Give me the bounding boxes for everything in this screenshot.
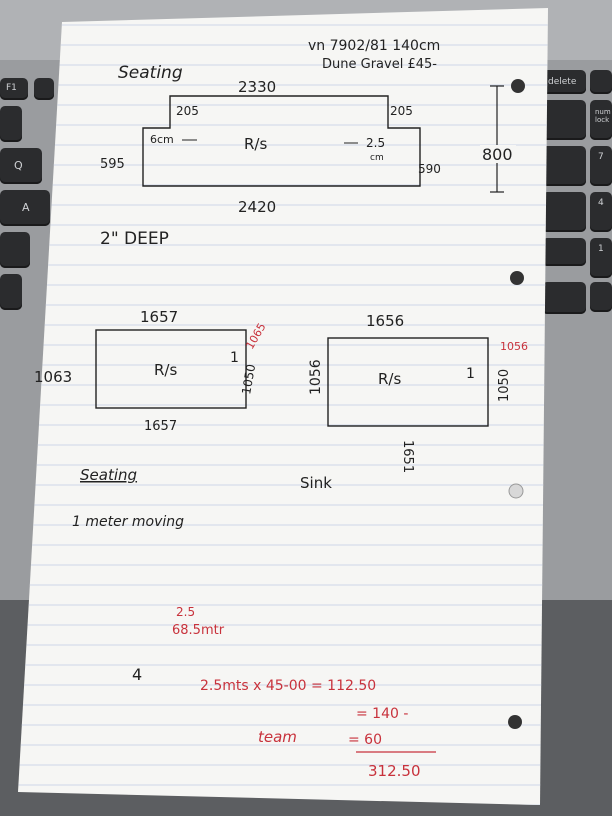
key-fn[interactable] <box>0 274 22 310</box>
seating-left-inset: 205 <box>176 104 199 118</box>
meter-note: 1 meter moving <box>72 514 184 530</box>
key-q[interactable]: Q <box>0 148 42 184</box>
seating-center-label: R/s <box>244 135 267 153</box>
key-four-label: 4 <box>598 198 604 208</box>
key-enter-lower[interactable] <box>542 192 586 232</box>
key-num-lock[interactable]: num lock <box>590 100 612 140</box>
seating-height-dim: 800 <box>482 145 513 164</box>
key-delete-label: delete <box>548 77 577 87</box>
binder-hole <box>510 271 524 285</box>
box1-center-label: R/s <box>154 361 177 379</box>
key-esc[interactable] <box>34 78 54 100</box>
red-calc-top-2: 68.5mtr <box>172 623 225 638</box>
key-one[interactable]: 1 <box>590 238 612 278</box>
key-num-lock-label: num lock <box>595 108 611 124</box>
key-four[interactable]: 4 <box>590 192 612 232</box>
seating-right-inset: 205 <box>390 104 413 118</box>
box1-right-dim: 1050 <box>239 363 258 396</box>
key-a-label: A <box>22 201 30 214</box>
seating-arrow-right: 2.5 <box>366 136 385 150</box>
red-calc-top-1: 2.5 <box>176 605 195 619</box>
key-shift-left[interactable] <box>0 232 30 268</box>
key-backspace[interactable] <box>542 100 586 140</box>
seating-top-dim: 2330 <box>238 78 276 96</box>
key-delete[interactable]: delete <box>542 70 586 94</box>
binder-hole <box>508 715 522 729</box>
depth-note: 2" DEEP <box>100 229 169 249</box>
key-power[interactable] <box>590 70 612 94</box>
key-q-label: Q <box>14 159 23 172</box>
binder-hole <box>511 79 525 93</box>
small-mark: 4 <box>132 665 142 684</box>
key-arrow-right[interactable] <box>542 282 586 314</box>
key-f1-label: F1 <box>6 83 17 93</box>
key-enter[interactable] <box>542 146 586 186</box>
sink-label: Sink <box>300 474 332 492</box>
box2-mark: 1 <box>466 366 475 382</box>
box2-outline <box>327 337 489 427</box>
key-arrow-up[interactable] <box>542 238 586 266</box>
box2-right-red: 1056 <box>500 340 528 353</box>
seating-arrow-left: 6cm <box>150 133 174 146</box>
box2-top-dim: 1656 <box>366 312 404 330</box>
height-mask <box>480 145 516 163</box>
box2-center-label: R/s <box>378 370 401 388</box>
seating-label-2: Seating <box>80 466 137 484</box>
red-total: 312.50 <box>368 762 421 780</box>
red-line2: = 140 - <box>356 706 408 722</box>
key-seven-label: 7 <box>598 152 604 162</box>
ruled-lines <box>18 8 548 805</box>
key-1[interactable] <box>0 106 22 142</box>
key-seven[interactable]: 7 <box>590 146 612 186</box>
header-line1: vn 7902/81 140cm <box>308 38 440 54</box>
header-line2: Dune Gravel £45- <box>322 57 437 72</box>
box1-top-dim: 1657 <box>140 308 178 326</box>
box2-bottom-dim: 1651 <box>400 440 415 473</box>
key-end[interactable] <box>590 282 612 312</box>
key-a[interactable]: A <box>0 190 50 226</box>
key-f1[interactable]: F1 <box>0 78 28 100</box>
seating-arrow-right-unit: cm <box>370 153 384 163</box>
box1-bottom-dim: 1657 <box>144 419 177 434</box>
red-line3-value: = 60 <box>348 732 382 748</box>
seating-right-dim: 590 <box>418 162 441 176</box>
box1-left-dim: 1063 <box>34 368 72 386</box>
seating-bottom-dim: 2420 <box>238 198 276 216</box>
seating-title: Seating <box>118 63 183 83</box>
box2-left-dim: 1056 <box>308 359 324 395</box>
box1-outline <box>95 329 247 409</box>
red-line3-label: team <box>258 728 297 746</box>
red-line1: 2.5mts x 45-00 = 112.50 <box>200 678 376 694</box>
box2-right-dim: 1050 <box>497 369 512 402</box>
binder-hole <box>508 483 524 499</box>
seating-left-dim: 595 <box>100 157 125 172</box>
seating-outline <box>142 95 421 187</box>
key-one-label: 1 <box>598 244 604 254</box>
box1-mark: 1 <box>230 350 239 366</box>
